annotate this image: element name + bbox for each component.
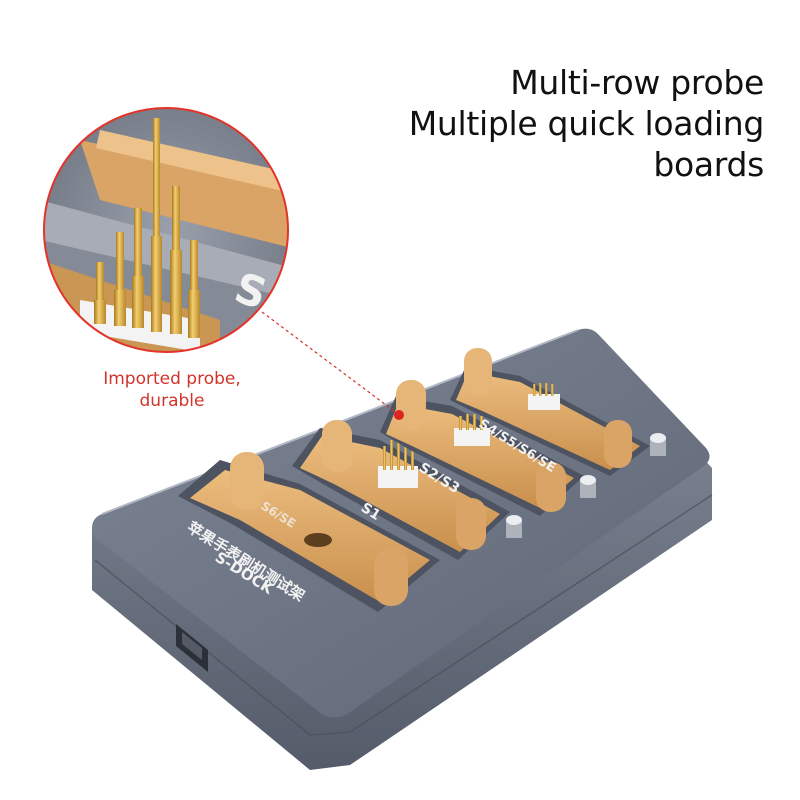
probe-callout-caption: Imported probe, durable (72, 368, 272, 412)
slot-back (450, 348, 650, 476)
charging-puck-socket (304, 533, 332, 547)
headline-line-2: Multiple quick loading (408, 104, 765, 143)
slot-front (178, 452, 440, 612)
probe-pins (383, 434, 414, 470)
probe-pins (459, 414, 483, 430)
connector-post (230, 452, 264, 510)
connector-post (374, 548, 408, 606)
callout-dot (394, 410, 404, 420)
usb-port (176, 624, 208, 672)
headline: Multi-row probe Multiple quick loading b… (344, 62, 765, 185)
connector-post (536, 462, 566, 512)
slot-second (292, 420, 510, 560)
probe-zoom-inset: S (42, 106, 290, 354)
zoom-probe-pins (94, 118, 200, 338)
connector-post (456, 498, 486, 550)
connector-post (604, 420, 632, 468)
probe-connector (378, 466, 418, 488)
connector-post (396, 380, 426, 430)
connector-post (322, 420, 352, 472)
probe-callout-line-1: Imported probe, (103, 369, 241, 389)
callout-leader-line (261, 311, 399, 415)
locating-pins (506, 433, 666, 538)
slot-third (380, 380, 584, 516)
probe-pins (533, 383, 554, 396)
probe-connector (454, 428, 490, 446)
probe-callout-line-2: durable (139, 391, 205, 411)
headline-line-3: boards (653, 145, 764, 184)
headline-line-1: Multi-row probe (510, 63, 764, 102)
connector-post (464, 348, 492, 396)
probe-connector (528, 394, 560, 410)
